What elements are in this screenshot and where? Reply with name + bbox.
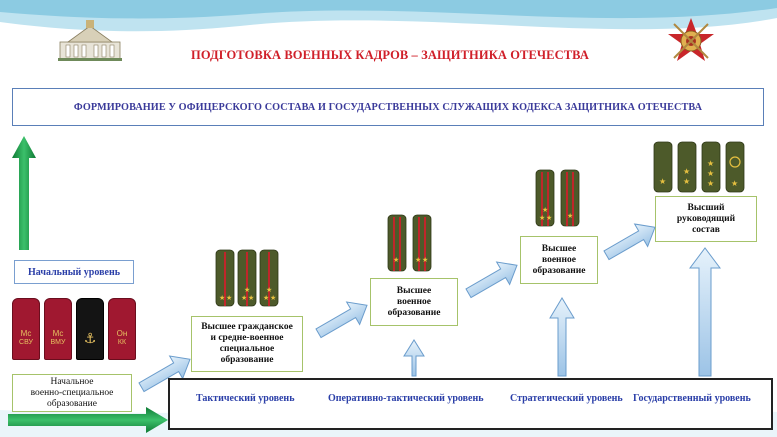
level-strategic: Стратегический уровень bbox=[510, 393, 623, 404]
svg-text:★: ★ bbox=[707, 159, 714, 168]
svg-text:★: ★ bbox=[248, 294, 254, 302]
vertical-green-arrow bbox=[12, 136, 36, 250]
emblem-logo bbox=[668, 18, 714, 61]
step-line: и средне-военное bbox=[210, 333, 284, 343]
banner-text: ФОРМИРОВАНИЕ У ОФИЦЕРСКОГО СОСТАВА И ГОС… bbox=[73, 101, 703, 113]
cadet-straps: Мс СВУ Мс ВМУ ⚓ Он КК bbox=[12, 298, 138, 360]
svg-text:★: ★ bbox=[542, 206, 548, 214]
cadet-strap: ⚓ bbox=[76, 298, 104, 360]
step-line: Высшее bbox=[396, 285, 432, 296]
svg-text:★: ★ bbox=[263, 294, 269, 302]
step-line: образование bbox=[387, 307, 441, 318]
strap-letters-bottom: ВМУ bbox=[50, 339, 66, 346]
step-line: военное bbox=[542, 254, 576, 265]
svg-text:★: ★ bbox=[226, 294, 232, 302]
page-title: ПОДГОТОВКА ВОЕННЫХ КАДРОВ – ЗАЩИТНИКА ОТ… bbox=[191, 48, 589, 62]
svg-text:★: ★ bbox=[422, 256, 428, 264]
svg-text:★: ★ bbox=[683, 177, 690, 186]
svg-text:★: ★ bbox=[659, 177, 666, 186]
svg-text:★: ★ bbox=[683, 167, 690, 176]
horizontal-green-arrow bbox=[8, 407, 168, 433]
start-level-text: Начальный уровень bbox=[27, 266, 121, 278]
step-line: Высшее bbox=[541, 243, 577, 254]
level-tactical: Тактический уровень bbox=[196, 393, 295, 404]
strap-letters-bottom: КК bbox=[117, 339, 127, 346]
svg-text:★: ★ bbox=[567, 212, 573, 220]
strap-letters-top: Мс bbox=[52, 329, 64, 338]
step-line: руководящий bbox=[676, 213, 736, 224]
strap-letters-top: Он bbox=[116, 329, 128, 338]
step-line: образование bbox=[220, 355, 274, 365]
step-line: специальное bbox=[219, 344, 275, 354]
svg-text:★: ★ bbox=[266, 286, 272, 294]
strap-letters-bottom: СВУ bbox=[19, 339, 33, 346]
step-box-2: Высшее гражданское и средне-военное спец… bbox=[191, 316, 303, 372]
svg-text:★: ★ bbox=[393, 256, 399, 264]
up-arrow bbox=[549, 297, 575, 377]
svg-text:★: ★ bbox=[415, 256, 421, 264]
step-line: Начальное bbox=[50, 376, 94, 387]
step-line: состав bbox=[692, 224, 720, 235]
step-line: военное bbox=[397, 296, 431, 307]
svg-text:★: ★ bbox=[707, 169, 714, 178]
up-arrow bbox=[403, 339, 425, 377]
step-line: образование bbox=[47, 398, 97, 409]
level-state: Государственный уровень bbox=[633, 393, 751, 404]
svg-text:★: ★ bbox=[707, 179, 714, 188]
step-box-1: Начальное военно-специальное образование bbox=[12, 374, 132, 412]
cadet-strap: Он КК bbox=[108, 298, 136, 360]
cadet-strap: Мс ВМУ bbox=[44, 298, 72, 360]
step-box-4: Высшее военное образование bbox=[520, 236, 598, 284]
step-box-3: Высшее военное образование bbox=[370, 278, 458, 326]
step-box-5: Высший руководящий состав bbox=[655, 196, 757, 242]
svg-text:★: ★ bbox=[270, 294, 276, 302]
step-line: военно-специальное bbox=[30, 387, 114, 398]
step-line: Высший bbox=[687, 202, 725, 213]
building-logo bbox=[58, 20, 122, 61]
svg-text:★: ★ bbox=[244, 286, 250, 294]
anchor-icon: ⚓ bbox=[83, 331, 97, 347]
code-banner: ФОРМИРОВАНИЕ У ОФИЦЕРСКОГО СОСТАВА И ГОС… bbox=[12, 88, 764, 126]
svg-text:★: ★ bbox=[539, 214, 545, 222]
step-line: Высшее гражданское bbox=[201, 322, 293, 332]
strap-letters-top: Мс bbox=[20, 329, 32, 338]
svg-text:★: ★ bbox=[731, 179, 738, 188]
step-line: образование bbox=[532, 265, 586, 276]
cadet-strap: Мс СВУ bbox=[12, 298, 40, 360]
svg-text:★: ★ bbox=[546, 214, 552, 222]
svg-text:★: ★ bbox=[241, 294, 247, 302]
level-operational-tactical: Оперативно-тактический уровень bbox=[328, 393, 484, 404]
start-level-label: Начальный уровень bbox=[14, 260, 134, 284]
svg-text:★: ★ bbox=[219, 294, 225, 302]
up-arrow bbox=[689, 247, 721, 377]
levels-bar bbox=[168, 378, 773, 430]
